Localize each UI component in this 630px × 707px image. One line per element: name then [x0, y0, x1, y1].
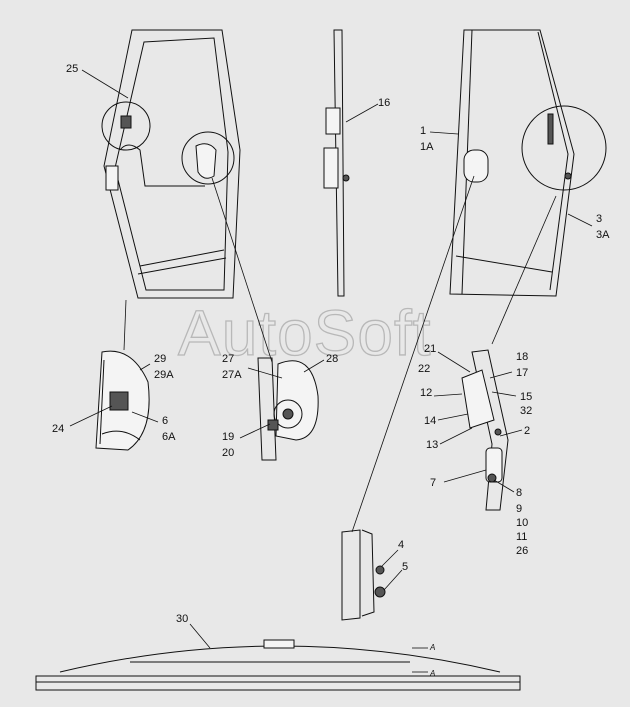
callout-29: 29	[154, 353, 166, 365]
leader-lines	[69, 69, 593, 673]
detail-circle-hinge	[101, 101, 151, 151]
callout-3a: 3A	[596, 229, 610, 241]
callout-32: 32	[520, 405, 532, 417]
callout-17: 17	[516, 367, 528, 379]
callout-15: 15	[520, 391, 532, 403]
callout-6: 6	[162, 415, 168, 427]
callout-8: 8	[516, 487, 522, 499]
callout-28: 28	[326, 353, 338, 365]
detail-circle-handle	[181, 131, 235, 185]
callout-19: 19	[222, 431, 234, 443]
callout-21: 21	[424, 343, 436, 355]
callout-25: 25	[66, 63, 78, 75]
handle-cover	[95, 350, 150, 451]
callout-30: 30	[176, 613, 188, 625]
callout-27: 27	[222, 353, 234, 365]
callout-12: 12	[420, 387, 432, 399]
glass-channel	[341, 529, 386, 621]
callout-24: 24	[52, 423, 64, 435]
callout-26: 26	[516, 545, 528, 557]
door-glass	[449, 29, 607, 297]
callout-18: 18	[516, 351, 528, 363]
callout-22: 22	[418, 363, 430, 375]
callout-27a: 27A	[222, 369, 242, 381]
callout-5: 5	[402, 561, 408, 573]
callout-13: 13	[426, 439, 438, 451]
callout-10: 10	[516, 517, 528, 529]
callout-9: 9	[516, 503, 522, 515]
seal-strip	[323, 29, 350, 297]
callout-7: 7	[430, 477, 436, 489]
callout-1a: 1A	[420, 141, 434, 153]
bottom-seal-profile	[35, 639, 521, 691]
callout-2: 2	[524, 425, 530, 437]
callout-11: 11	[516, 531, 527, 543]
callout-1: 1	[420, 125, 426, 137]
watermark: AutoSoft	[178, 297, 432, 369]
callout-29a: 29A	[154, 369, 174, 381]
detail-circle-glass	[521, 105, 607, 191]
callout-16: 16	[378, 97, 390, 109]
callout-4: 4	[398, 539, 404, 551]
callout-20: 20	[222, 447, 234, 459]
callout-section-a-top: A	[429, 643, 435, 652]
hinge-bracket	[461, 349, 509, 511]
callout-14: 14	[424, 415, 436, 427]
callout-6a: 6A	[162, 431, 176, 443]
callout-section-a-bottom: A	[429, 669, 435, 678]
callout-labels: 25 16 1 1A 3 3A 29 29A 24 6 6A 27 27A 28…	[52, 63, 610, 678]
callout-3: 3	[596, 213, 602, 225]
door-frame	[101, 29, 241, 299]
